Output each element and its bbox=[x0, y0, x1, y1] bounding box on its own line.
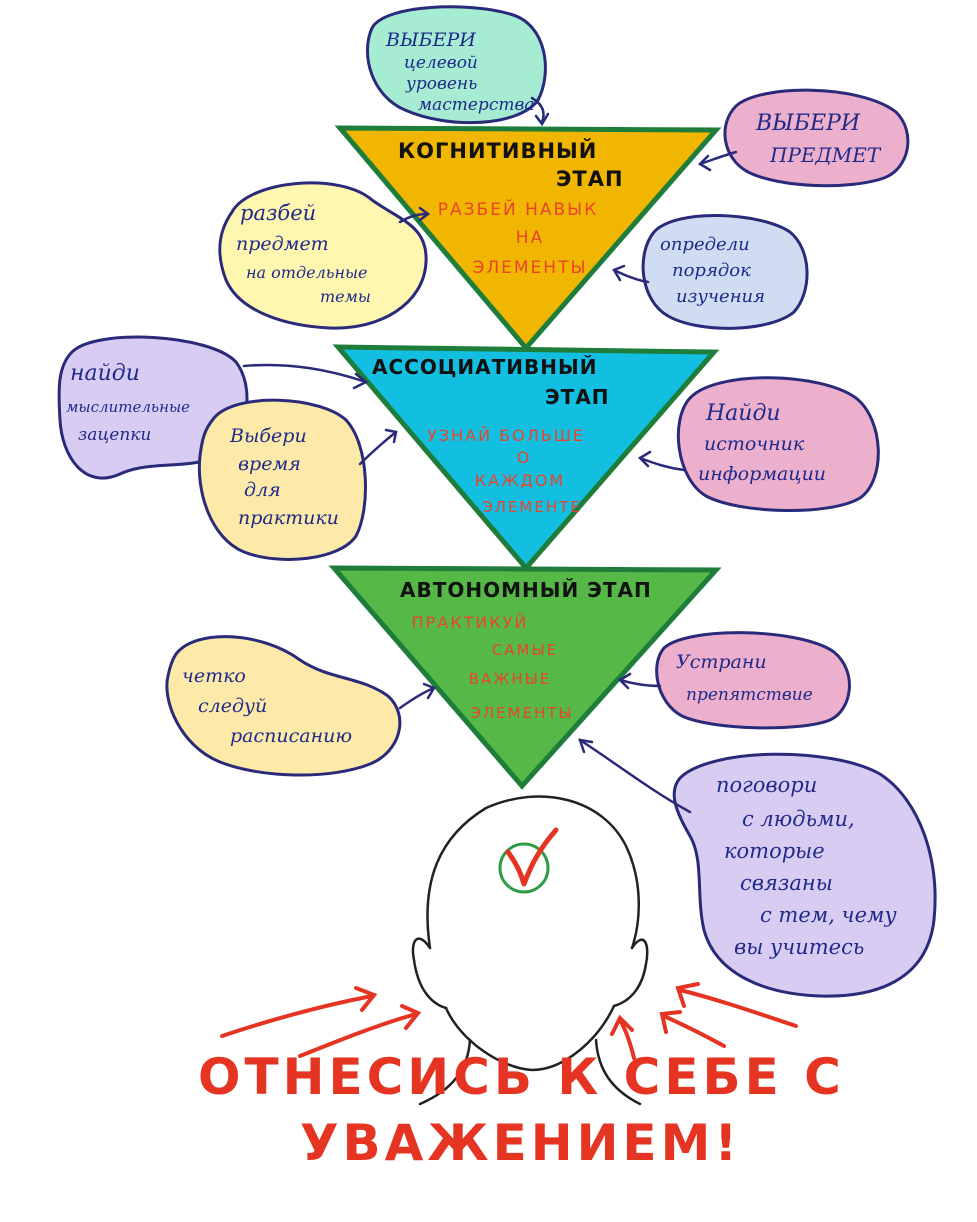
talk-people-line1: поговори bbox=[716, 773, 817, 797]
remove-obstacles-arrowhead bbox=[617, 672, 632, 690]
autonomous-stage-sub-4: ЭЛЕМЕНТЫ bbox=[470, 704, 573, 722]
define-order-bubble bbox=[641, 213, 809, 330]
associative-stage-title-line2: ЭТАП bbox=[545, 385, 610, 409]
follow-schedule-bubble bbox=[165, 635, 402, 777]
split-subject-line4: темы bbox=[320, 287, 371, 306]
choose-level-line3: уровень bbox=[405, 74, 477, 94]
find-source-arrow bbox=[638, 456, 686, 472]
split-subject-line2: предмет bbox=[236, 233, 329, 255]
choose-time-bubble bbox=[197, 398, 367, 561]
cognitive-stage-sub-2: НА bbox=[516, 228, 544, 248]
associative-stage-title: АССОЦИАТИВНЫЙ bbox=[372, 355, 597, 379]
talk-people-bubble bbox=[672, 752, 937, 998]
associative-stage-sub-2: О bbox=[517, 448, 532, 467]
associative-stage-triangle bbox=[332, 344, 720, 572]
find-hooks-bubble bbox=[57, 335, 249, 480]
associative-stage-sub-4: ЭЛЕМЕНТЕ bbox=[482, 498, 582, 516]
checkmark-circle bbox=[498, 842, 550, 894]
talk-people-arrow bbox=[578, 738, 692, 814]
autonomous-stage-triangle bbox=[328, 565, 722, 790]
choose-level-arrow bbox=[530, 96, 545, 124]
autonomous-stage-sub-2: САМЫЕ bbox=[492, 641, 558, 659]
find-hooks-line1: найди bbox=[70, 361, 140, 386]
cognitive-stage-triangle bbox=[334, 125, 722, 352]
find-source-line2: источник bbox=[704, 433, 805, 455]
split-subject-line1: разбей bbox=[240, 201, 316, 225]
associative-stage-sub-1: УЗНАЙ БОЛЬШЕ bbox=[427, 426, 585, 445]
talk-people-line4: связаны bbox=[740, 871, 833, 895]
choose-time-line2: время bbox=[238, 453, 301, 475]
autonomous-stage-title: АВТОНОМНЫЙ ЭТАП bbox=[400, 578, 652, 602]
choose-level-bubble bbox=[365, 5, 547, 125]
find-source-line3: информации bbox=[698, 463, 826, 485]
talk-people-line2: с людьми, bbox=[742, 807, 855, 831]
remove-obstacles-bubble bbox=[655, 631, 851, 730]
find-source-arrowhead bbox=[637, 450, 652, 468]
split-subject-arrow bbox=[398, 212, 430, 224]
find-source-line1: Найди bbox=[705, 401, 781, 426]
define-order-arrowhead bbox=[612, 264, 626, 282]
cognitive-stage-title-line2: ЭТАП bbox=[556, 167, 624, 191]
find-hooks-line2: мыслительные bbox=[66, 398, 190, 416]
cognitive-stage-sub-1: РАЗБЕЙ НАВЫК bbox=[438, 198, 598, 220]
remove-obstacles-line2: препятствие bbox=[686, 685, 813, 705]
red-arrows bbox=[220, 982, 798, 1060]
define-order-line3: изучения bbox=[676, 286, 765, 307]
talk-people-line5: с тем, чему bbox=[760, 903, 897, 927]
follow-schedule-line1: четко bbox=[182, 665, 246, 687]
choose-subject-arrowhead bbox=[697, 154, 712, 172]
associative-stage-sub-3: КАЖДОМ bbox=[475, 471, 565, 490]
follow-schedule-line3: расписанию bbox=[230, 725, 352, 747]
cognitive-stage-title: КОГНИТИВНЫЙ bbox=[398, 138, 597, 163]
talk-people-line6: вы учитесь bbox=[734, 935, 864, 959]
final-message-line1: ОТНЕСИСЬ К СЕБЕ С bbox=[198, 1048, 845, 1106]
choose-subject-line2: ПРЕДМЕТ bbox=[769, 143, 882, 167]
talk-people-line3: которые bbox=[724, 839, 825, 863]
follow-schedule-line2: следуй bbox=[198, 695, 267, 717]
follow-schedule-arrow bbox=[398, 686, 436, 710]
choose-level-line2: целевой bbox=[404, 53, 478, 73]
follow-schedule-arrowhead bbox=[422, 682, 436, 700]
split-subject-bubble bbox=[218, 181, 428, 330]
autonomous-stage-sub-1: ПРАКТИКУЙ bbox=[412, 613, 529, 632]
choose-subject-line1: ВЫБЕРИ bbox=[755, 111, 861, 136]
cognitive-stage-sub-3: ЭЛЕМЕНТЫ bbox=[473, 258, 588, 278]
choose-level-line1: ВЫБЕРИ bbox=[385, 29, 476, 51]
final-message-line2: УВАЖЕНИЕМ! bbox=[300, 1114, 741, 1172]
choose-level-line4: мастерства bbox=[418, 95, 535, 115]
find-source-bubble bbox=[676, 376, 880, 513]
head-drawing bbox=[411, 795, 649, 1106]
checkmark-icon bbox=[505, 827, 559, 887]
remove-obstacles-line1: Устрани bbox=[676, 651, 767, 673]
choose-subject-arrow bbox=[698, 150, 738, 166]
autonomous-stage-sub-3: ВАЖНЫЕ bbox=[469, 670, 552, 688]
choose-time-line4: практики bbox=[238, 507, 339, 529]
choose-subject-bubble bbox=[723, 88, 910, 188]
split-subject-arrowhead bbox=[418, 206, 431, 222]
find-hooks-arrow bbox=[242, 363, 368, 384]
remove-obstacles-arrow bbox=[618, 678, 662, 688]
find-hooks-arrowhead bbox=[352, 372, 369, 390]
define-order-line2: порядок bbox=[672, 260, 751, 281]
talk-people-arrowhead bbox=[578, 738, 594, 754]
choose-time-arrowhead bbox=[384, 428, 398, 444]
split-subject-line3: на отдельные bbox=[246, 263, 368, 282]
define-order-line1: определи bbox=[660, 234, 750, 255]
choose-level-arrowhead bbox=[534, 112, 550, 127]
choose-time-line1: Выбери bbox=[229, 425, 307, 447]
choose-time-line3: для bbox=[244, 479, 281, 501]
choose-time-arrow bbox=[358, 430, 398, 466]
find-hooks-line3: зацепки bbox=[78, 425, 151, 445]
define-order-arrow bbox=[612, 268, 650, 284]
